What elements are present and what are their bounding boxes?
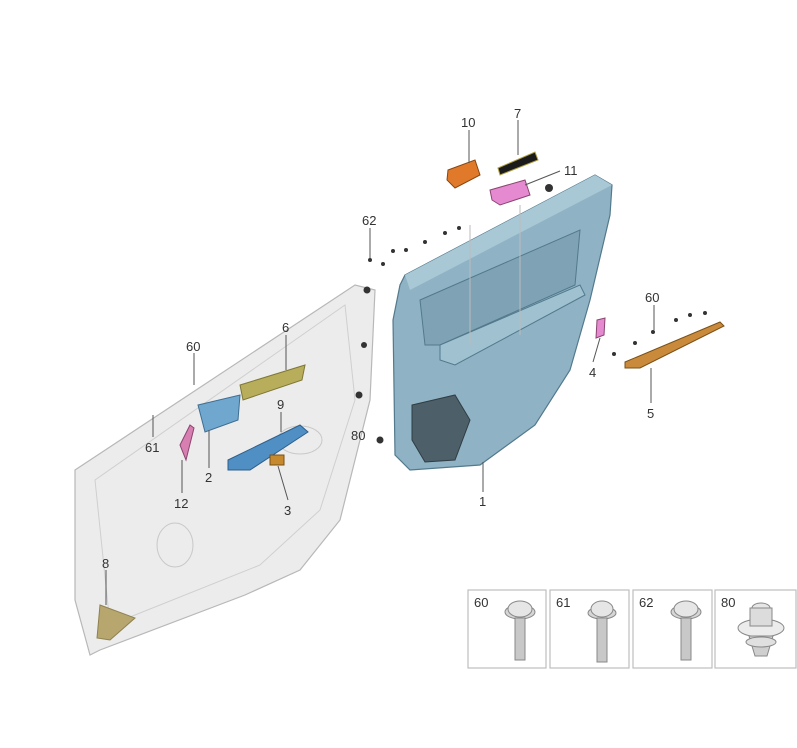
callout-61: 61 (145, 440, 159, 455)
part-10-switch (446, 159, 481, 189)
callout-2: 2 (205, 470, 212, 485)
inner-door-frame (74, 284, 376, 656)
legend-item-80: 80 (714, 589, 797, 669)
callout-9: 9 (277, 397, 284, 412)
callout-labels: 10 7 11 62 60 4 5 1 60 6 9 61 2 12 3 8 8… (102, 106, 659, 571)
legend-item-60: 60 (467, 589, 547, 669)
callout-60-right: 60 (645, 290, 659, 305)
callout-6: 6 (282, 320, 289, 335)
torx-washer-screw-icon (504, 600, 536, 661)
part-3-switch (269, 454, 285, 466)
legend-item-62: 62 (632, 589, 713, 669)
part-11-switch (489, 179, 531, 206)
fastener-legend: 60 61 62 (467, 589, 797, 669)
part-9-handle (227, 424, 309, 471)
callout-60-left: 60 (186, 339, 200, 354)
callout-8: 8 (102, 556, 109, 571)
door-trim-panel (392, 174, 613, 471)
callout-7: 7 (514, 106, 521, 121)
screw-markers (355, 226, 707, 444)
callout-11: 11 (564, 163, 578, 178)
callout-10: 10 (461, 115, 475, 130)
part-12-clip (179, 424, 195, 462)
pan-head-screw-icon (587, 600, 617, 663)
svg-text:61: 61 (556, 595, 570, 610)
latch-assembly (179, 364, 309, 471)
part-4-clip (595, 317, 606, 339)
part-7-insert (497, 151, 539, 176)
callout-62: 62 (362, 213, 376, 228)
leader-lines (105, 120, 655, 605)
callout-12: 12 (174, 496, 188, 511)
callout-4: 4 (589, 365, 596, 380)
legend-item-61: 61 (549, 589, 630, 669)
callout-3: 3 (284, 503, 291, 518)
callout-80: 80 (351, 428, 365, 443)
part-8-sound-pad (96, 604, 136, 641)
svg-text:80: 80 (721, 595, 735, 610)
callout-1: 1 (479, 494, 486, 509)
torx-washer-screw-icon (670, 600, 702, 661)
svg-text:60: 60 (474, 595, 488, 610)
push-clip-icon (737, 602, 785, 657)
svg-text:62: 62 (639, 595, 653, 610)
callout-5: 5 (647, 406, 654, 421)
part-5-trim-strip (624, 321, 725, 369)
